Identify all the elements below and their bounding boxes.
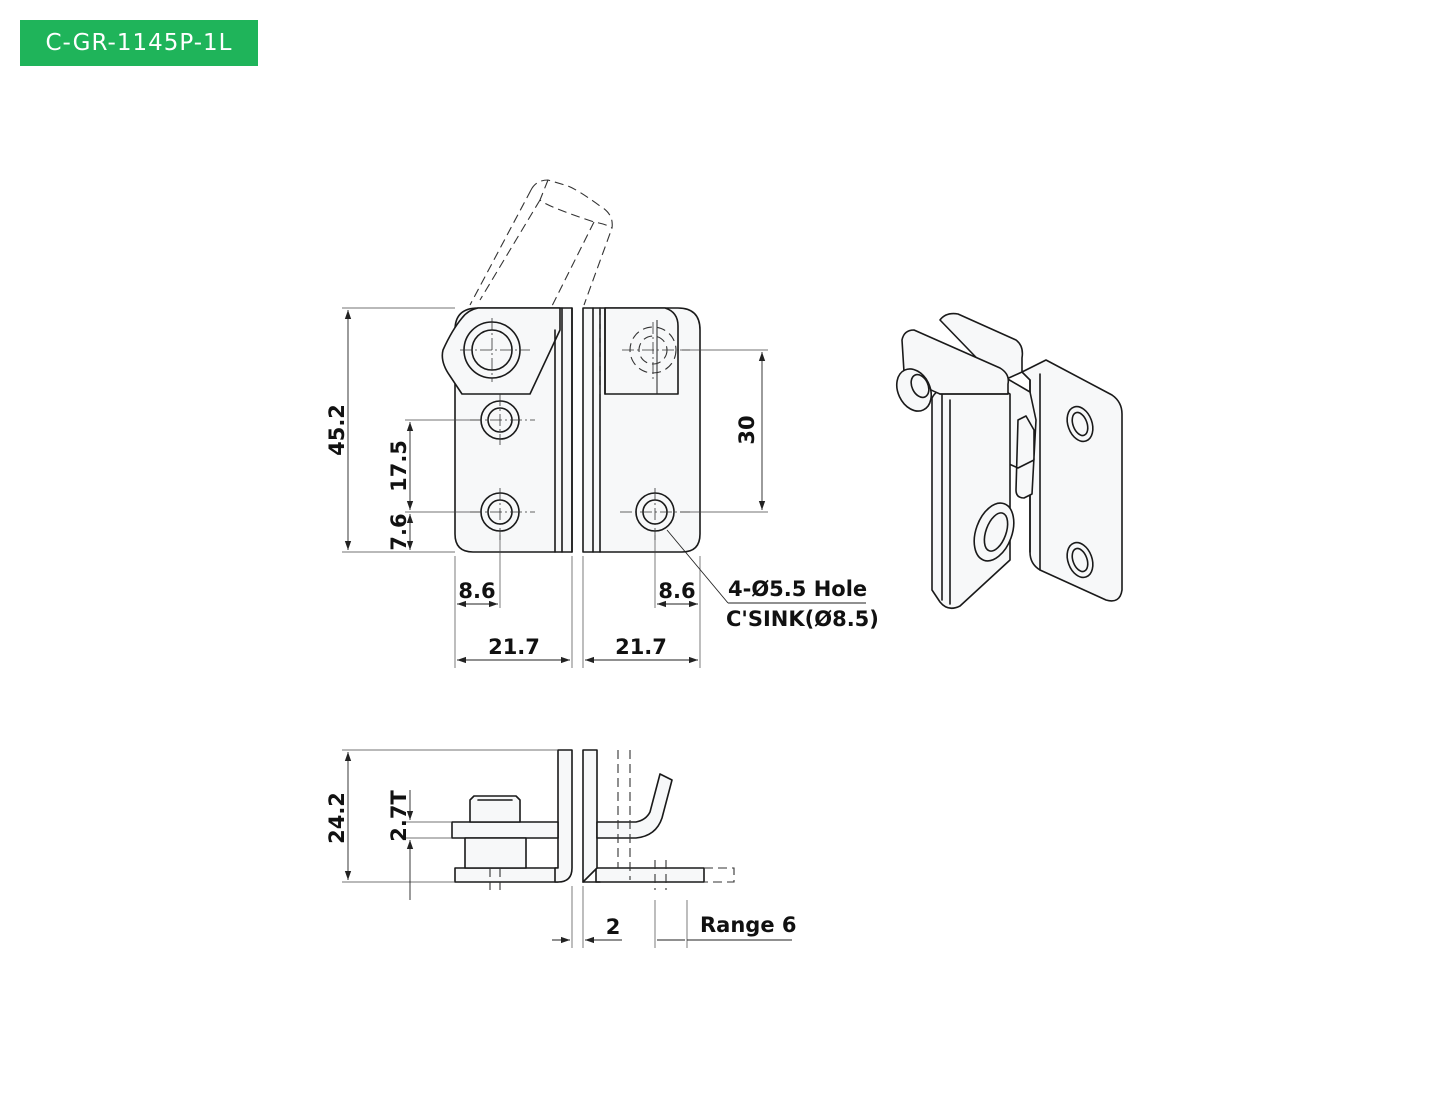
note-hole-spec: 4-Ø5.5 Hole [728,577,867,601]
extension-lines [342,307,768,668]
note-countersink-spec: C'SINK(Ø8.5) [726,607,879,631]
dim-thickness: 2.7T [387,790,411,842]
dim-hole-offset-right: 8.6 [658,579,695,603]
model-code-badge: C-GR-1145P-1L [20,20,258,66]
dim-plate-width-right: 21.7 [615,635,667,659]
dim-side-height: 24.2 [325,792,349,844]
dim-hole-offset-left: 8.6 [458,579,495,603]
dim-hole-offset-bottom: 7.6 [387,513,411,550]
front-view: 45.2 17.5 7.6 30 8.6 8.6 21.7 21.7 4-Ø5.… [325,179,879,668]
iso-right-plate [1021,359,1123,602]
side-pin-body [464,837,527,869]
side-pin-head [469,795,521,823]
side-left-base [454,867,559,883]
dim-total-height: 45.2 [325,404,349,456]
side-bent-handle [596,773,673,839]
dim-plate-width-left: 21.7 [488,635,540,659]
side-left-bracket [554,749,573,883]
dim-hole-pitch-right: 30 [735,415,759,444]
center-lines [460,318,690,540]
side-lever-bar [451,821,559,839]
side-right-bracket [582,749,598,883]
iso-left-plate [931,387,1011,610]
side-view: 24.2 2.7T 2 Range 6 [325,749,797,948]
dim-gap: 2 [606,915,621,939]
dim-range: Range 6 [700,913,797,937]
dimension-lines [344,310,866,664]
isometric-view [895,312,1123,610]
dim-hole-pitch-left: 17.5 [387,440,411,492]
side-right-base [595,867,705,883]
